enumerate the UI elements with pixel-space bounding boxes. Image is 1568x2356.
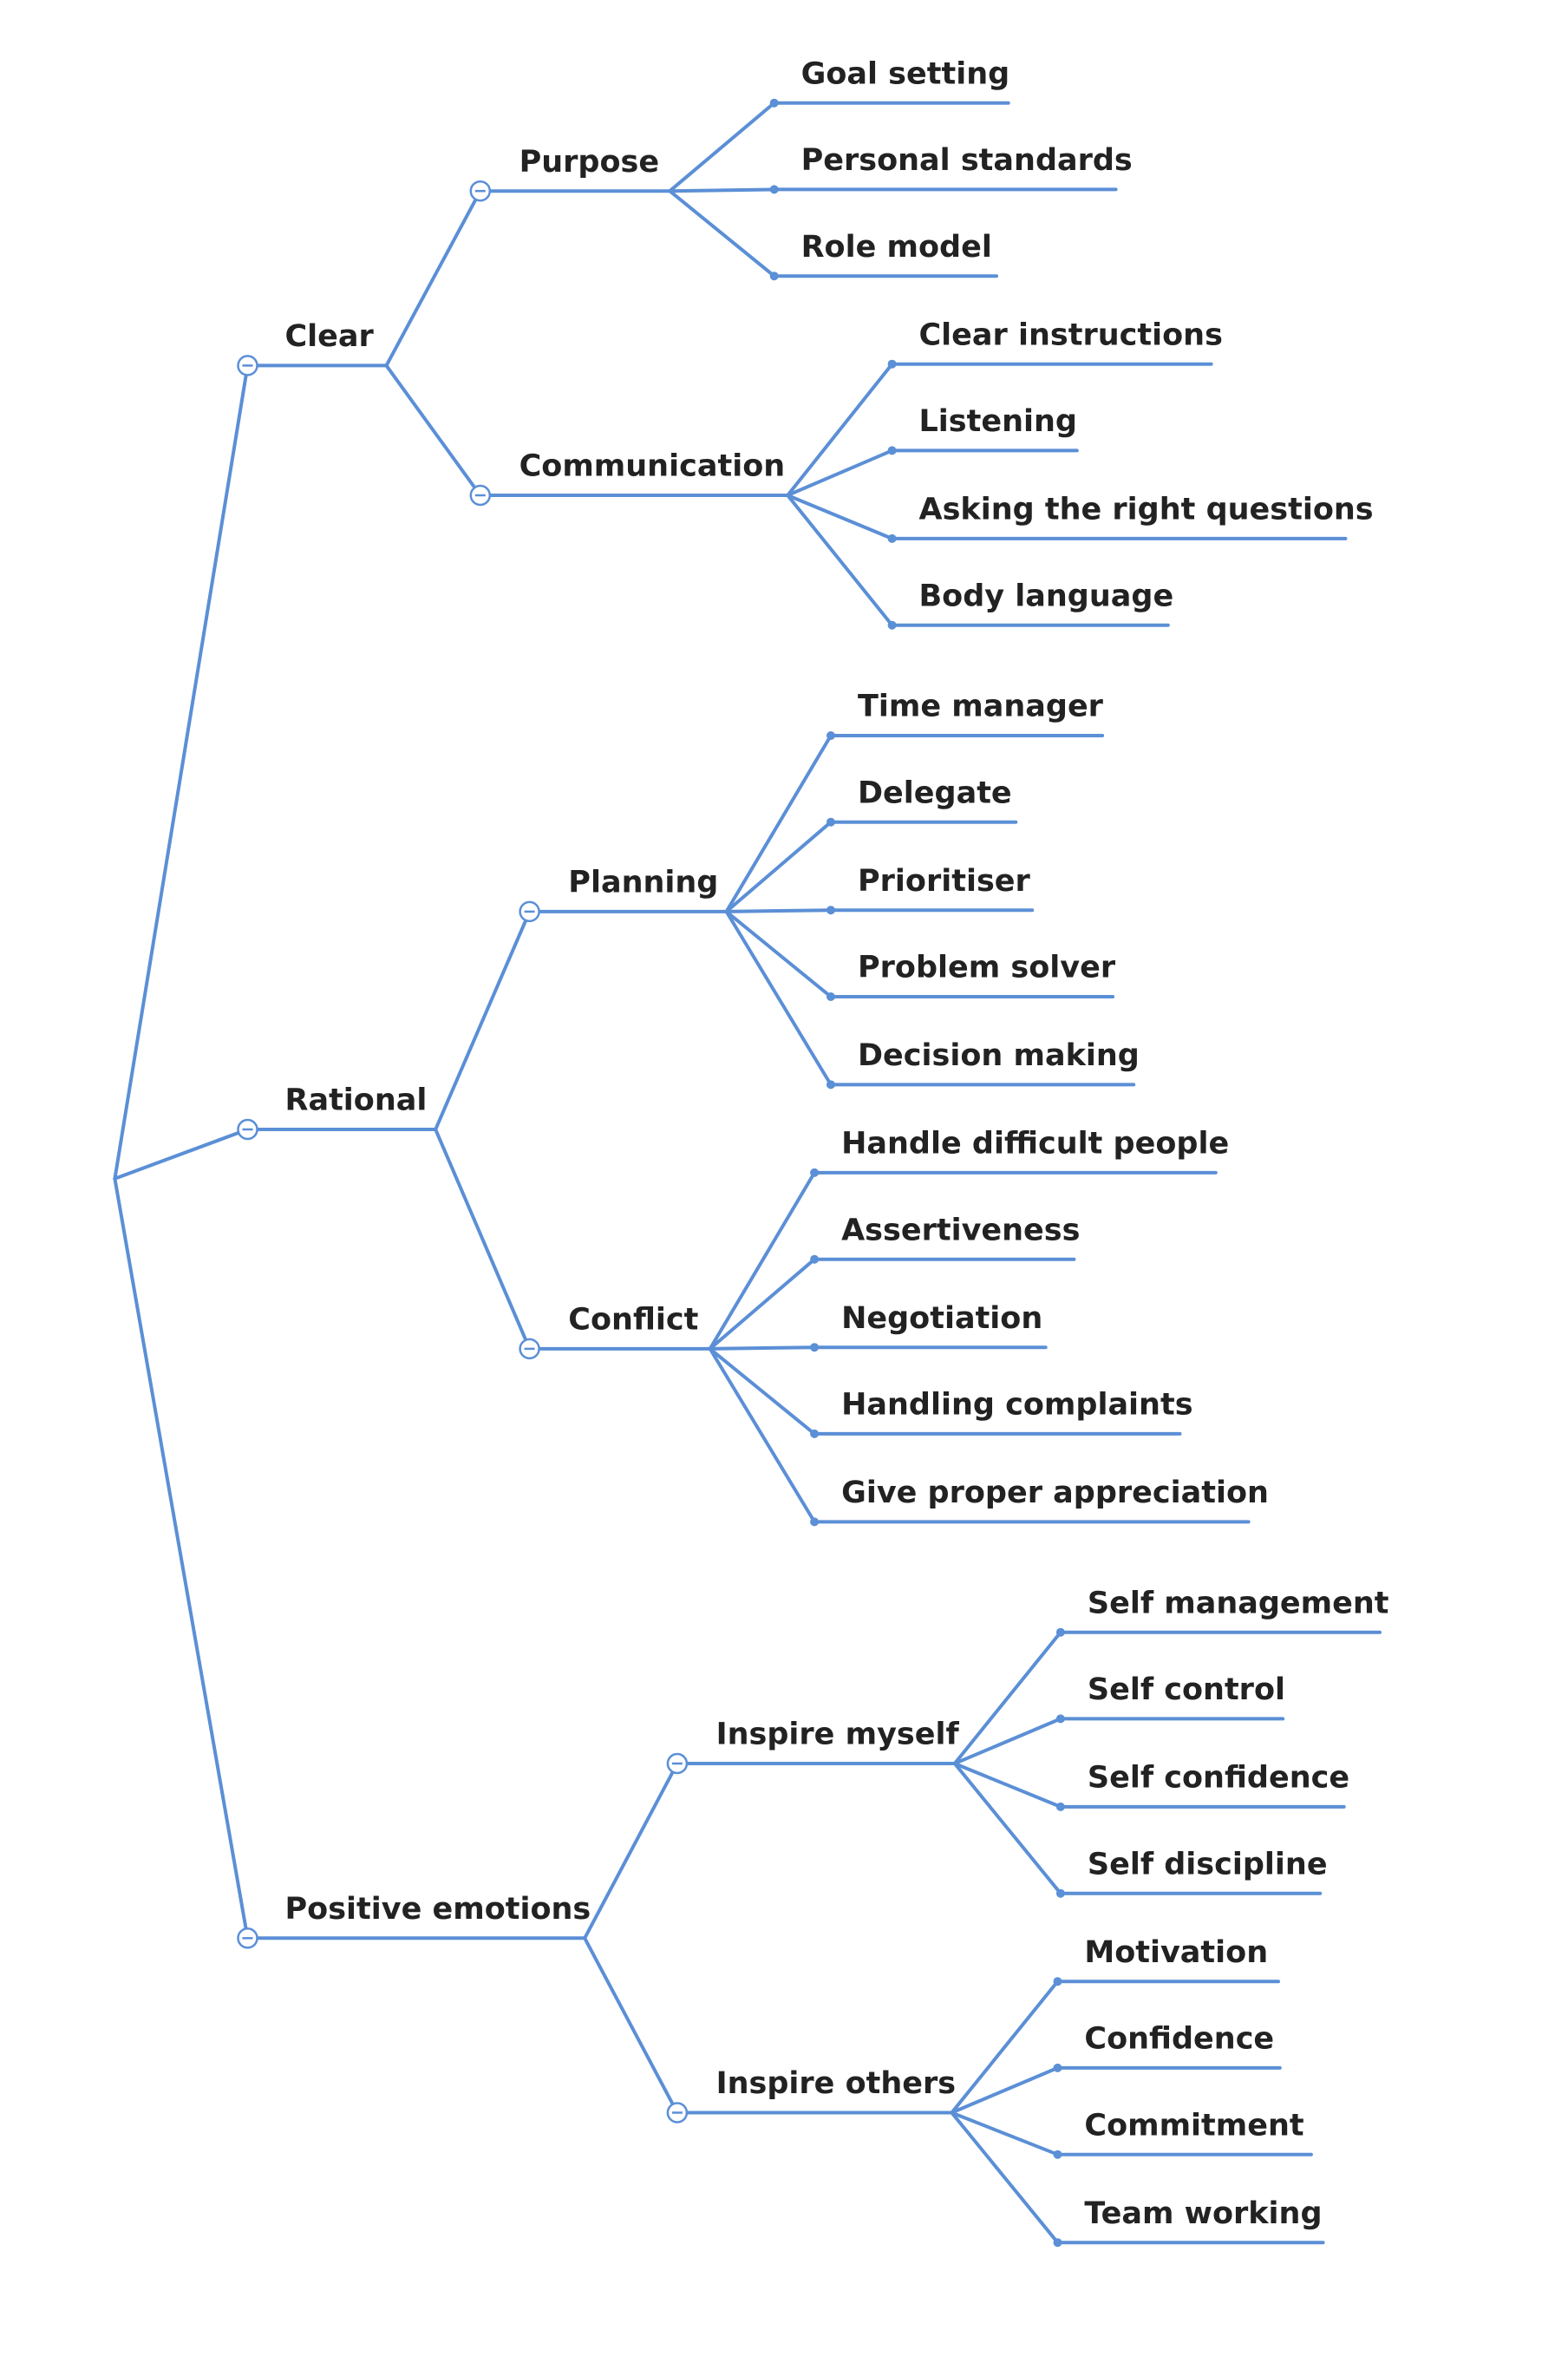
collapse-toggle-branch-1[interactable] — [237, 355, 258, 376]
leaf-label: Role model — [801, 230, 992, 265]
leaf-label: Self management — [1088, 1586, 1389, 1620]
edge-branch-to-subtopic — [384, 189, 672, 368]
leaf-label: Commitment — [1084, 2108, 1303, 2143]
leaf-dot — [810, 1254, 820, 1264]
leaf-dot — [1055, 1802, 1065, 1811]
subtopic-label: Inspire others — [716, 2066, 957, 2101]
leaf-dot — [1055, 1888, 1065, 1898]
leaf-label: Personal standards — [801, 143, 1133, 178]
collapse-toggle-branch-2[interactable] — [237, 1118, 258, 1141]
collapse-toggle-subtopic[interactable] — [469, 180, 492, 202]
subtopic-label: Conflict — [568, 1303, 698, 1338]
leaf-dot — [826, 1080, 835, 1090]
leaf-label: Assertiveness — [841, 1213, 1080, 1247]
leaf-label: Goal setting — [801, 56, 1010, 91]
subtopic-label: Planning — [568, 866, 718, 900]
edge-branch-to-subtopic — [434, 909, 728, 1131]
leaf-label: Time manager — [858, 690, 1104, 724]
collapse-toggle-subtopic[interactable] — [666, 2102, 689, 2124]
branch-label: Positive emotions — [285, 1892, 591, 1927]
leaf-label: Give proper appreciation — [841, 1476, 1269, 1510]
edge-branch-to-subtopic — [583, 1762, 957, 1940]
edge-subtopic-to-leaf — [952, 1717, 1285, 1765]
leaf-dot — [1055, 1714, 1065, 1724]
collapse-toggle-subtopic[interactable] — [519, 1338, 540, 1360]
subtopic-label: Inspire myself — [716, 1718, 960, 1752]
edge-subtopic-to-leaf — [950, 2065, 1282, 2115]
leaf-label: Clear instructions — [919, 317, 1223, 352]
leaf-label: Confidence — [1084, 2022, 1274, 2057]
edge-subtopic-to-leaf — [786, 448, 1079, 497]
leaf-dot — [826, 992, 835, 1001]
leaf-label: Prioritiser — [858, 864, 1031, 899]
leaf-label: Self discipline — [1088, 1847, 1328, 1882]
leaf-dot — [1053, 2238, 1062, 2248]
leaf-dot — [826, 906, 835, 915]
edge-root-to-branch-2 — [113, 1128, 438, 1181]
leaf-dot — [887, 359, 897, 369]
edge-root-to-branch-1 — [113, 363, 389, 1181]
leaf-label: Delegate — [858, 776, 1012, 810]
collapse-toggle-branch-3[interactable] — [237, 1927, 258, 1949]
leaf-label: Team working — [1084, 2196, 1322, 2231]
branch-label: Clear — [285, 319, 375, 354]
leaf-dot — [826, 731, 835, 740]
edge-subtopic-to-leaf — [708, 1345, 1048, 1351]
edge-root-to-branch-3 — [113, 1176, 587, 1940]
leaf-label: Handling complaints — [841, 1388, 1192, 1423]
leaf-label: Self confidence — [1088, 1761, 1349, 1796]
leaf-label: Listening — [919, 404, 1078, 439]
leaf-dot — [887, 446, 897, 455]
leaf-label: Negotiation — [841, 1301, 1042, 1336]
subtopic-label: Communication — [519, 449, 786, 484]
branch-label: Rational — [285, 1083, 428, 1118]
leaf-label: Motivation — [1084, 1935, 1268, 1970]
leaf-label: Problem solver — [858, 951, 1116, 985]
leaf-dot — [1055, 1627, 1065, 1637]
collapse-toggle-subtopic[interactable] — [666, 1752, 689, 1775]
leaf-label: Self control — [1088, 1672, 1285, 1707]
leaf-label: Asking the right questions — [919, 493, 1374, 527]
leaf-dot — [810, 1429, 820, 1438]
leaf-dot — [887, 533, 897, 543]
collapse-toggle-subtopic[interactable] — [469, 484, 492, 507]
leaf-label: Handle difficult people — [841, 1127, 1229, 1162]
leaf-dot — [769, 272, 779, 281]
leaf-dot — [769, 185, 779, 194]
leaf-dot — [1053, 1977, 1062, 1986]
edge-subtopic-to-leaf — [724, 908, 1035, 913]
collapse-toggle-subtopic[interactable] — [519, 900, 540, 923]
subtopic-label: Purpose — [519, 145, 660, 180]
leaf-dot — [826, 817, 835, 827]
leaf-label: Decision making — [858, 1038, 1140, 1073]
leaf-dot — [1053, 2063, 1062, 2072]
leaf-dot — [810, 1168, 820, 1177]
leaf-dot — [810, 1343, 820, 1352]
edge-subtopic-to-leaf — [668, 187, 1118, 193]
leaf-dot — [1053, 2150, 1062, 2159]
leaf-label: Body language — [919, 579, 1174, 613]
leaf-dot — [887, 620, 897, 630]
leaf-dot — [810, 1517, 820, 1527]
leaf-dot — [769, 98, 779, 108]
